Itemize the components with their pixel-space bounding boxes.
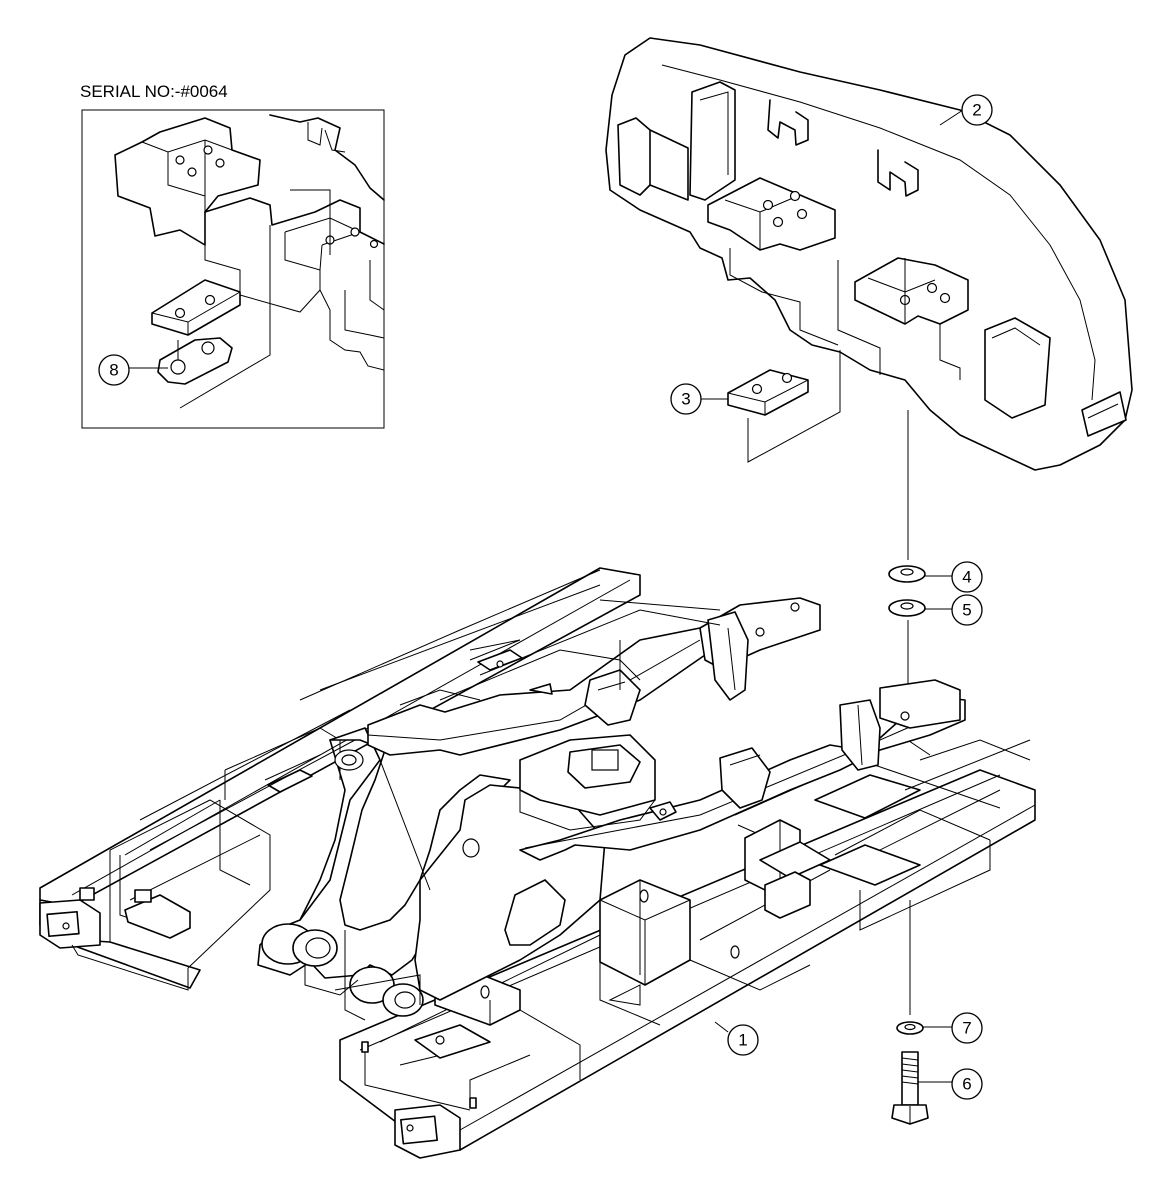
- callout-7: 7: [923, 1012, 983, 1044]
- fastener-parts: [891, 1021, 929, 1125]
- inset-serial-label: SERIAL NO:-#0064: [80, 82, 228, 101]
- callout-8: 8: [98, 354, 168, 386]
- svg-text:4: 4: [962, 568, 971, 587]
- svg-text:5: 5: [962, 601, 971, 620]
- svg-text:1: 1: [738, 1031, 747, 1050]
- inset-frame: [81, 109, 385, 429]
- callout-4: 4: [925, 561, 983, 593]
- callout-2: 2: [939, 94, 993, 126]
- svg-text:8: 8: [109, 361, 118, 380]
- washer-parts: [888, 565, 926, 617]
- svg-text:3: 3: [681, 390, 690, 409]
- svg-text:2: 2: [972, 101, 981, 120]
- plate-part: [727, 350, 841, 463]
- callout-5: 5: [925, 594, 983, 626]
- inset-detail: SERIAL NO:-#0064: [80, 82, 385, 429]
- upper-frame-part: [39, 567, 1036, 1159]
- svg-text:6: 6: [962, 1075, 971, 1094]
- callout-6: 6: [918, 1068, 983, 1100]
- counterweight-part: [605, 37, 1133, 471]
- callout-1: 1: [714, 1021, 759, 1056]
- svg-text:7: 7: [962, 1019, 971, 1038]
- callout-3: 3: [670, 383, 728, 415]
